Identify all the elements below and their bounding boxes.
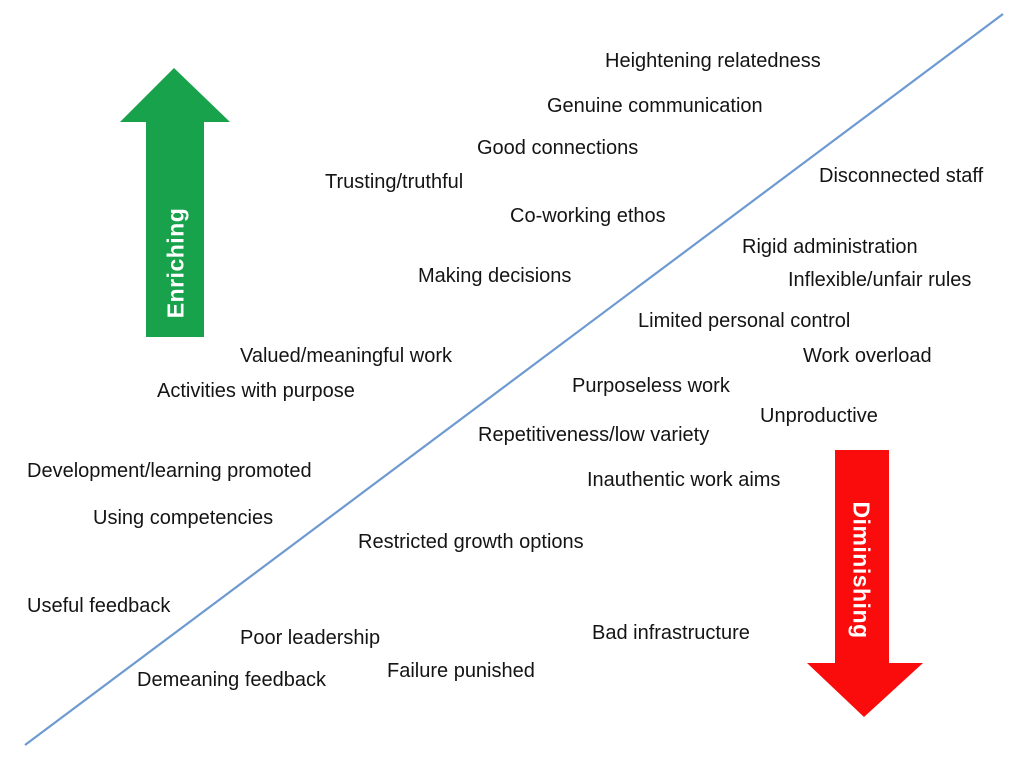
diminishing-item-label: Repetitiveness/low variety [478, 424, 710, 446]
enriching-item-label: Co-working ethos [510, 205, 666, 227]
enriching-item-label: Heightening relatedness [605, 50, 821, 72]
diminishing-item-label: Unproductive [760, 405, 878, 427]
diagonal-divider-line [24, 13, 1004, 746]
enriching-item-label: Development/learning promoted [27, 460, 312, 482]
diminishing-axis-label: Diminishing [848, 501, 875, 639]
enriching-axis-label: Enriching [162, 207, 189, 319]
diminishing-item-label: Work overload [803, 345, 932, 367]
enriching-item-label: Good connections [477, 137, 639, 159]
diminishing-item-label: Restricted growth options [358, 531, 584, 553]
enriching-item-label: Genuine communication [547, 95, 763, 117]
enriching-item-label: Making decisions [418, 265, 572, 287]
enriching-item-label: Useful feedback [27, 595, 171, 617]
enriching-item-label: Activities with purpose [157, 380, 355, 402]
diminishing-down-arrow-icon [807, 450, 923, 717]
diminishing-item-label: Inflexible/unfair rules [788, 269, 972, 291]
diminishing-item-label: Limited personal control [638, 310, 851, 332]
diminishing-item-label: Poor leadership [240, 627, 381, 649]
diminishing-item-label: Rigid administration [742, 236, 918, 258]
diminishing-item-label: Purposeless work [572, 375, 730, 397]
enriching-item-label: Trusting/truthful [325, 171, 464, 193]
diminishing-item-label: Demeaning feedback [137, 669, 327, 691]
enriching-up-arrow-icon [120, 68, 230, 337]
diminishing-item-label: Bad infrastructure [592, 622, 750, 644]
diminishing-item-label: Inauthentic work aims [587, 469, 781, 491]
diminishing-item-label: Failure punished [387, 660, 535, 682]
diminishing-item-label: Disconnected staff [819, 165, 984, 187]
enriching-item-label: Valued/meaningful work [240, 345, 452, 367]
enriching-item-label: Using competencies [93, 507, 274, 529]
